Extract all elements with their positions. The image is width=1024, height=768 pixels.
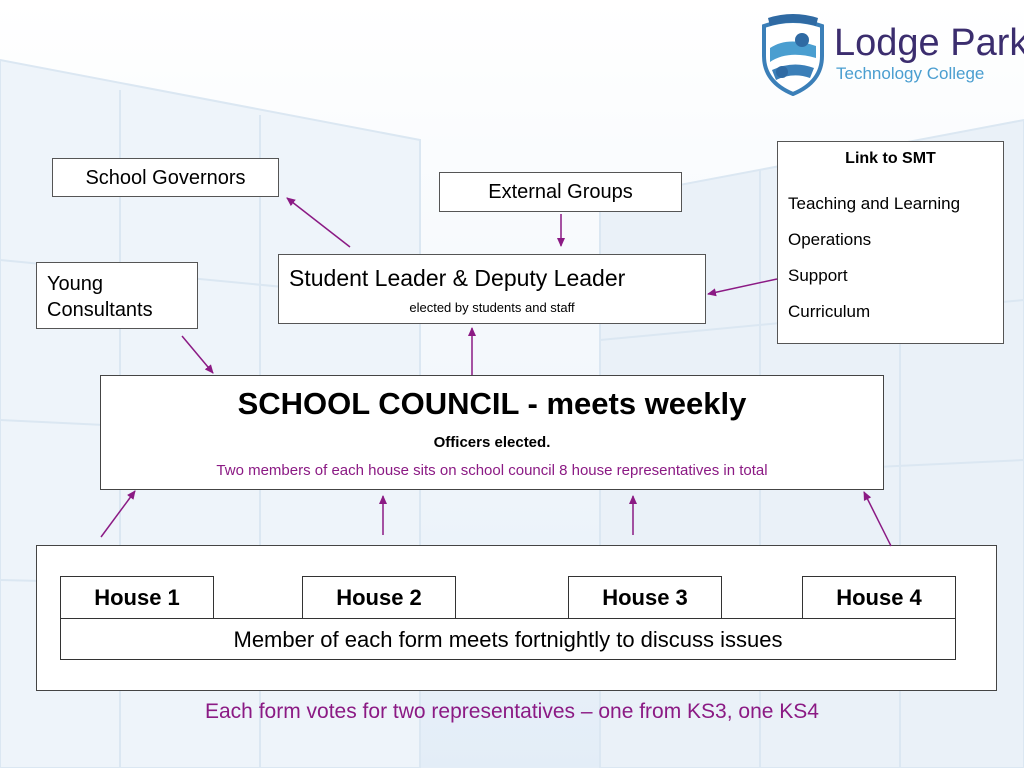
smt-item: Support <box>788 266 848 285</box>
college-logo: Lodge Park Technology College <box>758 12 1024 96</box>
logo-name: Lodge Park <box>834 22 1024 64</box>
logo-subtitle: Technology College <box>836 64 985 83</box>
student-leader-box: Student Leader & Deputy Leader elected b… <box>278 254 706 324</box>
school-governors-label: School Governors <box>85 167 246 189</box>
young-consultants-box: Young Consultants <box>36 262 198 329</box>
young-consultants-label: Young Consultants <box>47 273 153 321</box>
council-representatives: Two members of each house sits on school… <box>216 462 768 479</box>
smt-item: Operations <box>788 230 872 249</box>
council-officers: Officers elected. <box>433 434 551 451</box>
school-council-box: SCHOOL COUNCIL - meets weekly Officers e… <box>100 375 884 490</box>
smt-link-box: Link to SMT Teaching and Learning Operat… <box>777 141 1004 344</box>
student-leader-label: Student Leader & Deputy Leader <box>289 265 626 291</box>
form-meeting-box: Member of each form meets fortnightly to… <box>60 618 956 660</box>
house-1-box: House 1 <box>60 576 214 619</box>
smt-item: Teaching and Learning <box>788 194 961 213</box>
house-4-box: House 4 <box>802 576 956 619</box>
school-governors-box: School Governors <box>52 158 279 197</box>
smt-item: Curriculum <box>788 302 871 321</box>
external-groups-box: External Groups <box>439 172 682 212</box>
house-2-box: House 2 <box>302 576 456 619</box>
footnote-text: Each form votes for two representatives … <box>205 700 819 723</box>
student-leader-note: elected by students and staff <box>409 300 575 315</box>
house-3-box: House 3 <box>568 576 722 619</box>
council-title: SCHOOL COUNCIL - meets weekly <box>237 386 747 421</box>
external-groups-label: External Groups <box>488 181 633 203</box>
crest-icon <box>762 14 824 96</box>
smt-heading: Link to SMT <box>845 150 936 167</box>
